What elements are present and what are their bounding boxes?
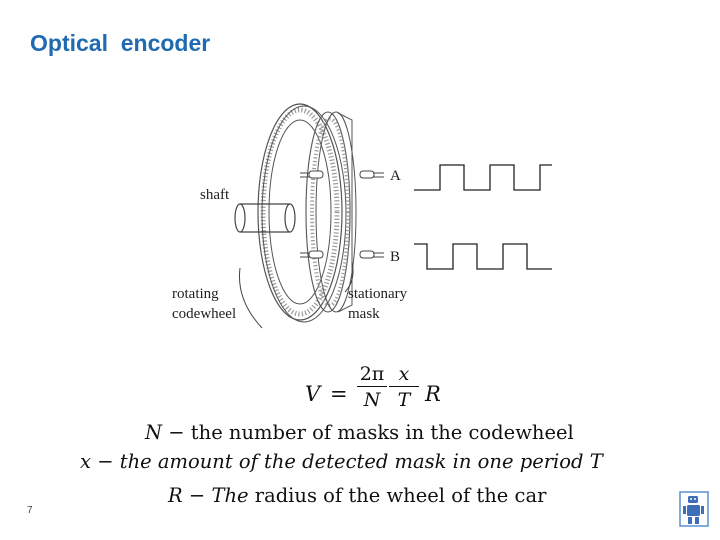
definition-n-symbol: N xyxy=(145,421,163,444)
emitter-a-icon xyxy=(300,170,324,179)
codewheel-shape xyxy=(257,103,347,323)
formula-equals: = xyxy=(330,382,348,406)
formula-rhs: R xyxy=(425,382,441,406)
waveform-a xyxy=(414,164,552,191)
label-shaft: shaft xyxy=(200,187,230,203)
emitter-b-icon xyxy=(300,250,324,259)
leader-mask xyxy=(344,261,354,293)
definition-r-symbol: R xyxy=(168,484,183,507)
label-codewheel: codewheel xyxy=(172,306,236,322)
formula-fraction-1: 2π N xyxy=(357,362,387,411)
page-number: 7 xyxy=(27,505,33,516)
formula-fraction-2: x T xyxy=(389,362,419,411)
label-stationary: stationary xyxy=(348,286,408,302)
fraction-1-numerator: 2π xyxy=(357,362,387,387)
formula-lhs: V xyxy=(305,382,321,406)
stationary-mask-shape xyxy=(305,111,357,313)
waveform-b xyxy=(414,243,552,270)
slide-title: Optical encoder xyxy=(30,30,211,56)
fraction-2-numerator: x xyxy=(389,362,419,387)
sensor-b-icon xyxy=(359,250,384,259)
velocity-formula: V = 2π N x T R xyxy=(305,362,441,424)
label-mask: mask xyxy=(348,306,380,322)
label-channel-b: B xyxy=(390,249,400,265)
definition-n-text: − the number of masks in the codewheel xyxy=(162,421,574,444)
robot-logo-icon xyxy=(679,491,709,527)
fraction-1-denominator: N xyxy=(363,389,381,411)
sensor-a-icon xyxy=(359,170,384,179)
definition-n: N − the number of masks in the codewheel xyxy=(145,421,574,444)
fraction-2-denominator: T xyxy=(397,389,411,411)
definition-r: R − The radius of the wheel of the car xyxy=(168,484,546,507)
label-rotating: rotating xyxy=(172,286,219,302)
definition-r-the: The xyxy=(211,484,249,507)
label-channel-a: A xyxy=(390,168,401,184)
definition-x: x − the amount of the detected mask in o… xyxy=(80,450,603,473)
shaft-shape xyxy=(234,203,296,233)
definition-r-text: radius of the wheel of the car xyxy=(248,484,547,507)
definition-r-dash: − xyxy=(182,484,212,507)
leader-codewheel xyxy=(238,267,263,329)
